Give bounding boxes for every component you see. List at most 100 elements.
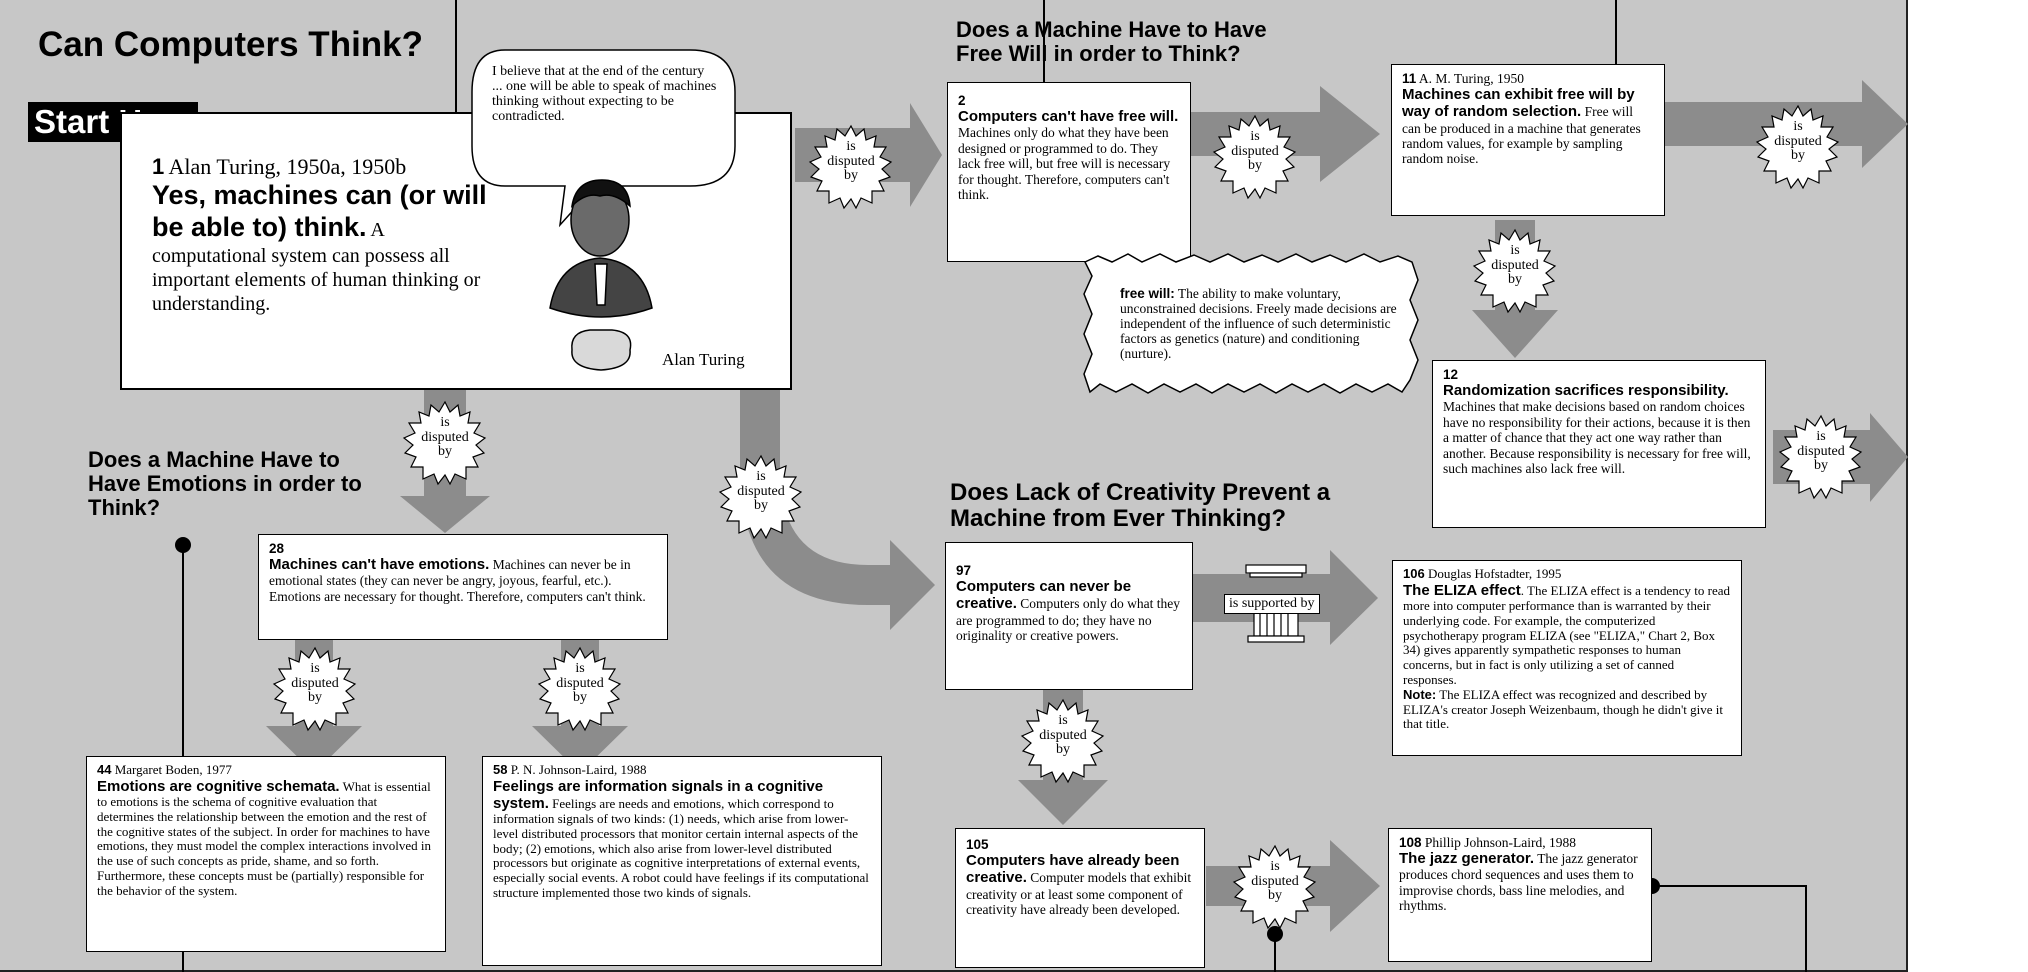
- box-claim: Computers can't have free will.: [958, 108, 1179, 126]
- box-claim: Computers can never be creative.: [956, 578, 1132, 613]
- heading-free-will: Does a Machine Have to Have Free Will in…: [956, 17, 1267, 66]
- box-claim: The ELIZA effect: [1403, 581, 1521, 599]
- claim-box-12[interactable]: 12 Randomization sacrifices responsibili…: [1432, 360, 1766, 528]
- box-text: Computer models that exhibit creativity …: [966, 870, 1192, 917]
- box-header: 106 Douglas Hofstadter, 1995: [1403, 566, 1731, 582]
- claim-box-58[interactable]: 58 P. N. Johnson-Laird, 1988 Feelings ar…: [482, 756, 882, 966]
- claim-box-108[interactable]: 108 Phillip Johnson-Laird, 1988 The jazz…: [1388, 828, 1652, 962]
- box-note: The ELIZA effect was recognized and desc…: [1403, 686, 1724, 732]
- box-claim: Randomization sacrifices responsibility.: [1443, 382, 1729, 400]
- portrait-pedestal: [571, 329, 632, 371]
- map-right-border: [1906, 0, 1908, 972]
- connector-dot: [1267, 926, 1283, 942]
- box-number: 108: [1399, 835, 1422, 850]
- portrait-caption: Alan Turing: [662, 350, 745, 369]
- box-author: Douglas Hofstadter, 1995: [1427, 566, 1562, 581]
- starburst-icon: [718, 454, 803, 540]
- box-text: Machines that make decisions based on ra…: [1443, 399, 1751, 476]
- starburst-icon: [1232, 844, 1317, 930]
- box-author: Phillip Johnson-Laird, 1988: [1424, 835, 1577, 850]
- box-number: 28: [269, 541, 285, 556]
- box-claim: The jazz generator.: [1399, 850, 1535, 868]
- starburst-icon: [1755, 104, 1840, 190]
- box-claim: Feelings are information signals in a co…: [493, 777, 824, 812]
- box-header: 108 Phillip Johnson-Laird, 1988: [1399, 835, 1641, 850]
- box-header: 44 Margaret Boden, 1977: [97, 762, 435, 778]
- box-author: A. M. Turing, 1950: [1418, 71, 1524, 86]
- starburst-icon: [1778, 414, 1863, 500]
- definition-free-will: free will: The ability to make voluntary…: [1120, 286, 1402, 362]
- box-header: 58 P. N. Johnson-Laird, 1988: [493, 762, 871, 778]
- claim-box-11[interactable]: 11 A. M. Turing, 1950 Machines can exhib…: [1391, 64, 1665, 216]
- box-claim: Machines can't have emotions.: [269, 556, 490, 574]
- portrait-tie: [594, 263, 608, 306]
- box-author: Margaret Boden, 1977: [114, 762, 232, 777]
- box-number: 2: [958, 93, 966, 108]
- box-number: 97: [956, 563, 972, 578]
- box-header: 11 A. M. Turing, 1950: [1402, 71, 1654, 86]
- starburst-icon: [537, 646, 622, 732]
- connector-line-108: [1653, 885, 1807, 972]
- box-number: 106: [1403, 566, 1425, 581]
- arrow-1-to-97: [740, 388, 935, 630]
- starburst-icon: [808, 124, 893, 210]
- box-text: Machines can never be in emotional state…: [269, 557, 646, 604]
- box-text: The jazz generator produces chord sequen…: [1399, 851, 1638, 914]
- claim-box-105[interactable]: 105 Computers have already been creative…: [955, 828, 1205, 968]
- box-text: Free will can be produced in a machine t…: [1402, 104, 1641, 167]
- box-text: . The ELIZA effect is a tendency to read…: [1403, 582, 1731, 687]
- box-text: Computers only do what they are programm…: [956, 596, 1180, 643]
- box-author: Alan Turing, 1950a, 1950b: [168, 154, 407, 179]
- box-number: 44: [97, 762, 112, 777]
- definition-text: The ability to make voluntary, unconstra…: [1120, 286, 1397, 362]
- portrait-hair: [570, 179, 631, 209]
- definition-term: free will:: [1120, 286, 1175, 301]
- box-text: A computational system can possess all i…: [152, 219, 481, 315]
- starburst-icon: [1472, 228, 1557, 314]
- box-claim: Computers have already been creative.: [966, 852, 1180, 887]
- box-1-body: Yes, machines can (or will be able to) t…: [152, 179, 492, 316]
- claim-box-97[interactable]: 97 Computers can never be creative. Comp…: [945, 542, 1193, 690]
- starburst-icon: [1020, 698, 1105, 784]
- supported-by-badge: is supported by: [1224, 594, 1320, 614]
- box-1-header: 1 Alan Turing, 1950a, 1950b: [152, 154, 760, 179]
- box-author: P. N. Johnson-Laird, 1988: [510, 762, 647, 777]
- speech-bubble-text: I believe that at the end of the century…: [492, 64, 717, 125]
- box-number: 11: [1402, 71, 1417, 86]
- claim-box-28[interactable]: 28 Machines can't have emotions. Machine…: [258, 534, 668, 640]
- box-text: Feelings are needs and emotions, which c…: [493, 795, 869, 901]
- box-note-label: Note:: [1403, 686, 1437, 702]
- starburst-icon: [272, 646, 357, 732]
- claim-box-2[interactable]: 2 Computers can't have free will. Machin…: [947, 82, 1191, 262]
- arrow-2-to-11: [1187, 86, 1380, 182]
- claim-box-106[interactable]: 106 Douglas Hofstadter, 1995 The ELIZA e…: [1392, 560, 1742, 756]
- box-number: 1: [152, 154, 165, 179]
- box-number: 12: [1443, 367, 1459, 382]
- box-text: Machines only do what they have been des…: [958, 125, 1171, 202]
- box-text: What is essential to emotions is the sch…: [97, 778, 431, 898]
- claim-box-44[interactable]: 44 Margaret Boden, 1977 Emotions are cog…: [86, 756, 446, 952]
- connector-dot: [175, 537, 191, 553]
